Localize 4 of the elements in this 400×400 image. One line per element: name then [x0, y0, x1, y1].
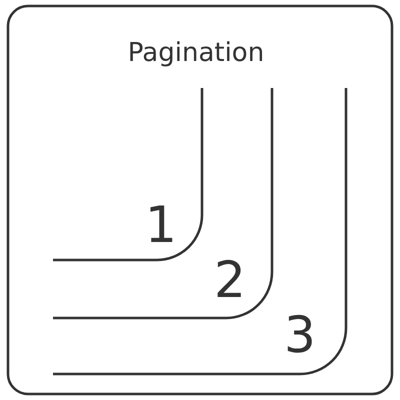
page-number: 3 [284, 310, 316, 360]
page-number: 1 [145, 200, 177, 250]
page-number: 2 [214, 255, 246, 305]
title: Pagination [126, 40, 266, 66]
